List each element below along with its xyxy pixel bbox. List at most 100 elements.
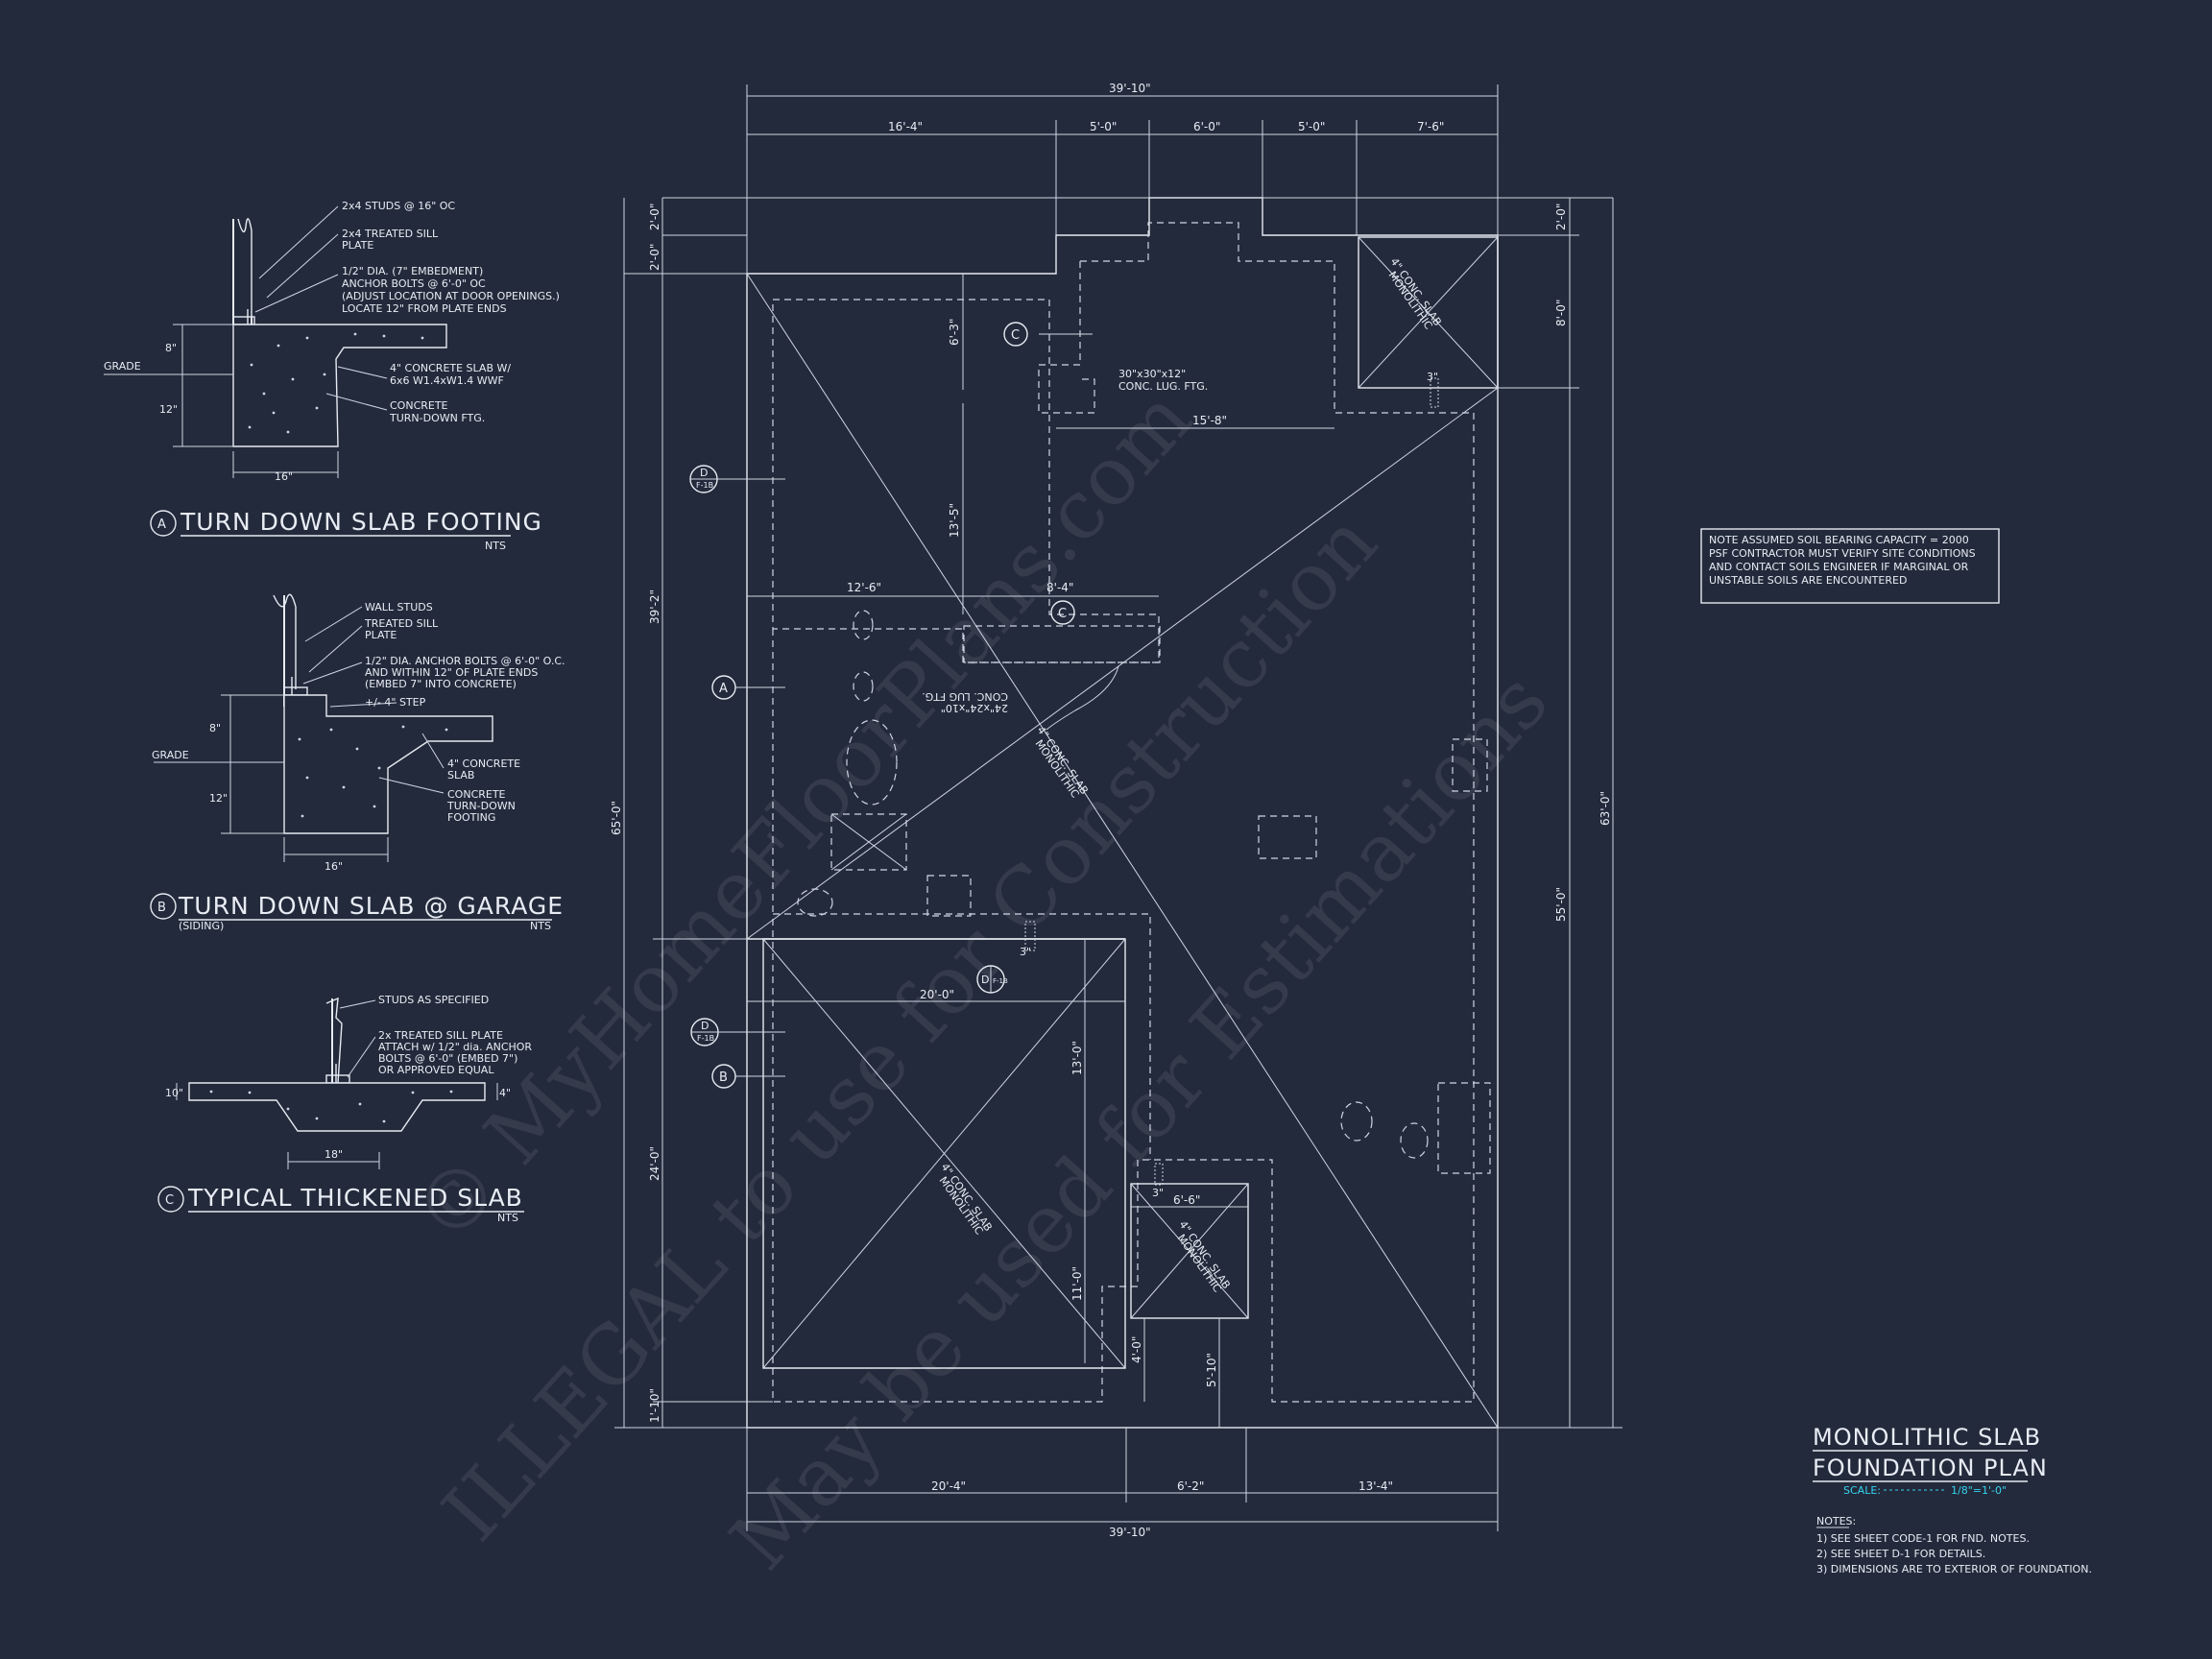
detail-b-note-11: TURN-DOWN (446, 800, 516, 812)
dim-left-2: 2'-0" (648, 244, 661, 271)
dim-int-4: 8'-4" (1046, 581, 1073, 594)
soil-note-line-1: NOTE ASSUMED SOIL BEARING CAPACITY = 200… (1709, 534, 1969, 546)
detail-c-callout-circle (157, 1186, 184, 1213)
callout-c-2 (1050, 600, 1075, 625)
title-note-1: 1) SEE SHEET CODE-1 FOR FND. NOTES. (1816, 1532, 2030, 1545)
detail-a-letter: A (157, 517, 166, 532)
detail-a-note-11: TURN-DOWN FTG. (389, 412, 485, 424)
detail-b-note-7: +/- 4" STEP (365, 696, 426, 709)
detail-a-note-5: ANCHOR BOLTS @ 6'-0" OC (342, 277, 486, 290)
detail-c-dim-18: 18" (325, 1148, 343, 1161)
detail-a-scale: NTS (485, 540, 506, 552)
detail-b-dim-16: 16" (325, 860, 343, 873)
detail-a-dim-16: 16" (275, 470, 293, 483)
detail-c-letter: C (165, 1193, 174, 1208)
plumbing-fixtures (797, 610, 1491, 1174)
dim-right-overall: 63'-0" (1599, 791, 1612, 826)
detail-c-note-4: BOLTS @ 6'-0" (EMBED 7") (378, 1052, 517, 1065)
detail-b-dim-12: 12" (209, 792, 228, 805)
detail-b-dim-8: 8" (209, 722, 221, 734)
callout-a-plan-letter: A (719, 682, 728, 696)
dims-top-lines (614, 84, 1623, 1531)
detail-b-letter: B (157, 901, 166, 915)
dim-top-2: 5'-0" (1090, 120, 1117, 133)
dim-left-4: 24'-0" (648, 1146, 661, 1181)
section-d-3: D F-1B (976, 965, 1008, 994)
section-d-1: D F-1B (689, 465, 785, 493)
detail-a-note-7: LOCATE 12" FROM PLATE ENDS (342, 302, 507, 315)
detail-a-note-2: 2x4 TREATED SILL (342, 228, 439, 240)
dim-top-5: 7'-6" (1417, 120, 1444, 133)
dim-left-3: 39'-2" (648, 589, 661, 624)
detail-a-note-10: CONCRETE (390, 399, 448, 412)
detail-b-note-4: 1/2" DIA. ANCHOR BOLTS @ 6'-0" O.C. (365, 655, 565, 667)
detail-a-callout-circle (150, 510, 177, 537)
title-note-3: 3) DIMENSIONS ARE TO EXTERIOR OF FOUNDAT… (1816, 1563, 2092, 1575)
detail-b-note-2: TREATED SILL (364, 617, 439, 630)
dim-int-9: 6'-6" (1173, 1193, 1200, 1207)
lug-footing-rect (963, 625, 1161, 663)
dim-int-10: 4'-0" (1130, 1336, 1143, 1363)
dim-left-5: 1'-10" (648, 1388, 661, 1423)
dim-top-4: 5'-0" (1298, 120, 1325, 133)
section-d-3-letter: D (981, 974, 989, 986)
dim-int-6: 20'-0" (920, 988, 954, 1001)
detail-c-note-2: 2x TREATED SILL PLATE (378, 1029, 503, 1042)
dim-left-overall: 65'-0" (610, 801, 623, 835)
detail-b-scale: NTS (530, 920, 551, 932)
soil-note-line-2: PSF CONTRACTOR MUST VERIFY SITE CONDITIO… (1709, 547, 1976, 560)
dim-top-1: 16'-4" (888, 120, 923, 133)
detail-b-concrete (283, 694, 493, 834)
lug-ftg-1-line-1: 30"x30"x12" (1118, 368, 1186, 380)
step-mark-3: 3" (1020, 946, 1031, 958)
detail-a-note-6: (ADJUST LOCATION AT DOOR OPENINGS.) (342, 290, 560, 302)
step-mark-1: 3" (1427, 371, 1438, 383)
dim-bottom-3: 13'-4" (1358, 1479, 1393, 1493)
plan-title-line-1: MONOLITHIC SLAB (1813, 1424, 2041, 1451)
dim-right-2: 8'-0" (1554, 300, 1568, 326)
detail-b-note-5: AND WITHIN 12" OF PLATE ENDS (365, 666, 538, 679)
dim-right-3: 55'-0" (1554, 887, 1568, 922)
dim-int-8: 11'-0" (1070, 1266, 1084, 1301)
detail-a-dim-12: 12" (159, 403, 178, 416)
title-note-2: 2) SEE SHEET D-1 FOR DETAILS. (1816, 1548, 1985, 1560)
dim-bottom-2: 6'-2" (1177, 1479, 1204, 1493)
detail-b-note-12: FOOTING (447, 811, 495, 824)
dim-bottom-overall: 39'-10" (1109, 1526, 1151, 1539)
detail-b-note-3: PLATE (365, 629, 397, 641)
step-mark-2: 3" (1152, 1187, 1164, 1199)
detail-b-note-9: SLAB (447, 769, 474, 781)
title-block: MONOLITHIC SLAB FOUNDATION PLAN SCALE: 1… (1813, 1424, 2092, 1575)
detail-a-grade: GRADE (104, 360, 141, 373)
scale-value: 1/8"=1'-0" (1951, 1484, 2007, 1497)
detail-b-grade: GRADE (152, 749, 189, 761)
section-d-2-letter: D (701, 1020, 709, 1032)
detail-a-note-9: 6x6 W1.4xW1.4 WWF (390, 374, 504, 387)
detail-c-note-5: OR APPROVED EQUAL (378, 1064, 494, 1076)
slab-top-right (1358, 236, 1499, 389)
dim-left-1: 2'-0" (648, 204, 661, 230)
callout-c-1-letter: C (1011, 328, 1020, 343)
detail-c-concrete (188, 1082, 486, 1132)
lug-ftg-2-line-1: 24"x24"x10" (941, 702, 1008, 714)
dim-int-3: 12'-6" (847, 581, 881, 594)
dim-int-11: 5'-10" (1205, 1353, 1218, 1387)
dim-top-overall: 39'-10" (1109, 82, 1151, 95)
detail-c-note-1: STUDS AS SPECIFIED (378, 994, 489, 1006)
soil-note: NOTE ASSUMED SOIL BEARING CAPACITY = 200… (1700, 528, 2000, 604)
detail-c-dim-4: 4" (499, 1087, 511, 1099)
detail-b-title: TURN DOWN SLAB @ GARAGE (178, 892, 564, 920)
notes-heading: NOTES: (1816, 1515, 1856, 1527)
dim-right-1: 2'-0" (1554, 204, 1568, 230)
detail-a-note-4: 1/2" DIA. (7" EMBEDMENT) (342, 265, 483, 277)
dim-top-3: 6'-0" (1193, 120, 1220, 133)
section-d-2: D F-1B (690, 1018, 785, 1046)
detail-b: 8" 12" 16" GRADE WALL STUDS TREATED SILL… (150, 593, 565, 932)
section-d-1-ref: F-1B (696, 481, 713, 490)
plan-title-line-2: FOUNDATION PLAN (1813, 1455, 2048, 1481)
detail-a: 8" 12" 16" GRADE 2x4 STUDS @ 16" OC 2x4 … (104, 200, 560, 552)
dim-int-7: 13'-0" (1070, 1041, 1084, 1075)
detail-a-title: TURN DOWN SLAB FOOTING (180, 508, 542, 536)
detail-c-title: TYPICAL THICKENED SLAB (187, 1184, 523, 1212)
